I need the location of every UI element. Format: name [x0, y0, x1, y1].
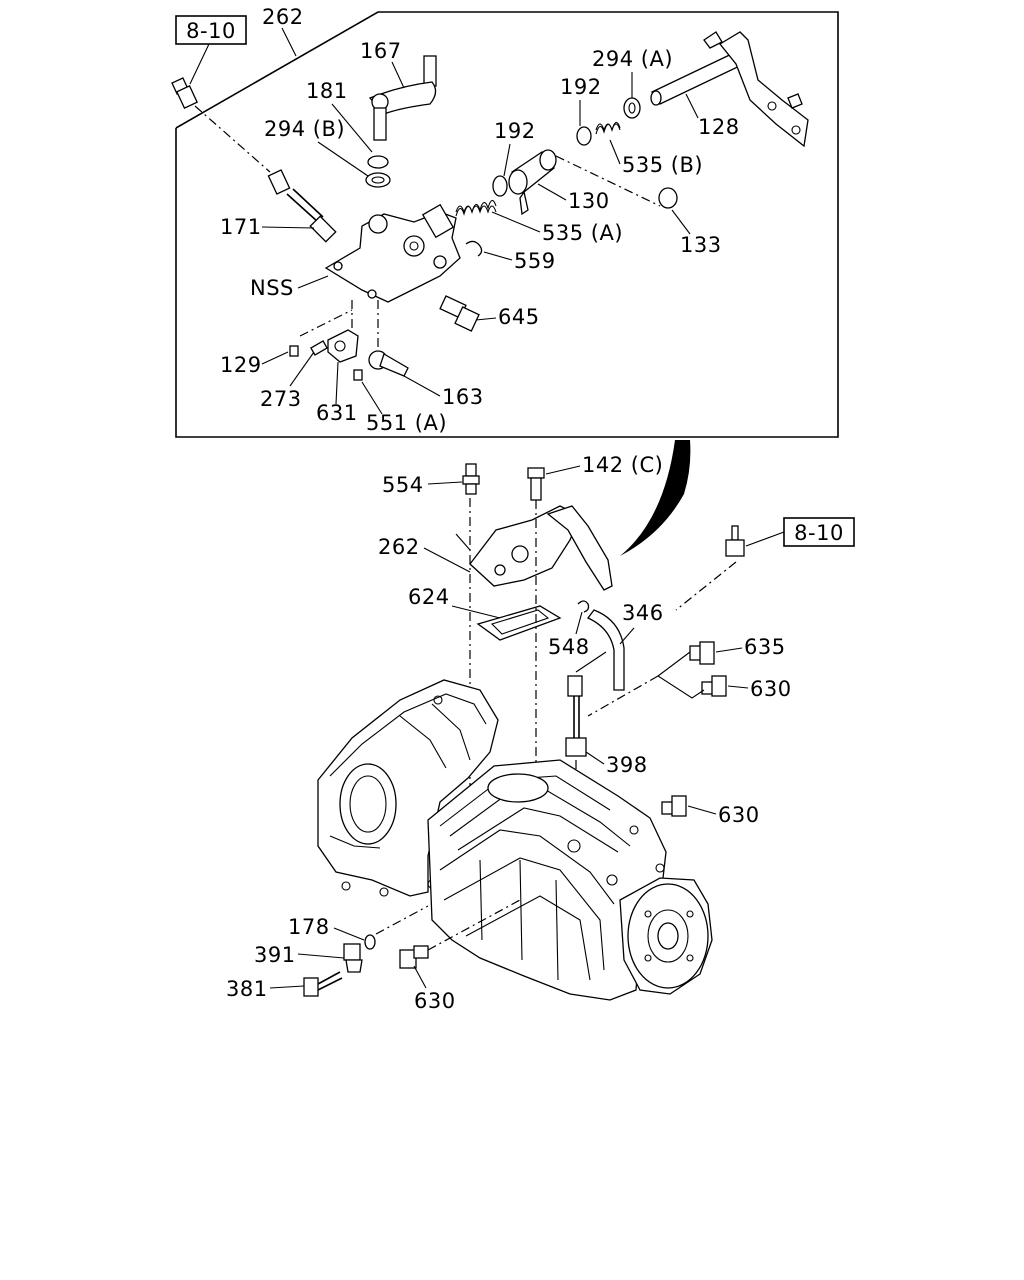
callout-arrow — [620, 440, 691, 556]
transmission-case — [317, 679, 713, 1001]
part-631-block — [327, 329, 359, 363]
part-559-clip — [465, 240, 483, 257]
part-398-sensor — [565, 675, 587, 757]
part-178-oring — [364, 934, 376, 950]
label-398: 398 — [606, 753, 648, 777]
part-535B-spring — [595, 121, 621, 135]
part-535A-spring — [455, 199, 497, 217]
label-133: 133 — [680, 233, 722, 257]
label-129: 129 — [220, 353, 262, 377]
part-192-washer-left — [492, 175, 508, 197]
label-142C: 142 (C) — [582, 453, 663, 477]
part-624-gasket — [476, 605, 562, 641]
label-171: 171 — [220, 215, 262, 239]
label-163: 163 — [442, 385, 484, 409]
connector-right — [725, 525, 745, 557]
part-346-hose — [586, 609, 625, 691]
part-128-shift-shaft — [650, 31, 809, 148]
label-262-low: 262 — [378, 535, 420, 559]
ref-box-right[interactable]: 8-10 — [783, 517, 855, 547]
part-142C-bolt — [527, 467, 545, 501]
label-554: 554 — [382, 473, 424, 497]
label-381: 381 — [226, 977, 268, 1001]
label-273: 273 — [260, 387, 302, 411]
label-178: 178 — [288, 915, 330, 939]
label-548: 548 — [548, 635, 590, 659]
part-294A-seal — [623, 97, 641, 119]
label-346: 346 — [622, 601, 664, 625]
part-630-plug-b — [661, 795, 687, 817]
label-631: 631 — [316, 401, 358, 425]
part-shift-housing — [324, 203, 461, 303]
part-171-switch — [267, 169, 337, 243]
label-181: 181 — [306, 79, 348, 103]
label-630-c: 630 — [414, 989, 456, 1013]
part-630-plug-a — [701, 675, 727, 697]
label-535A: 535 (A) — [542, 221, 623, 245]
ref-box-right-label: 8-10 — [794, 521, 844, 545]
label-294B: 294 (B) — [264, 117, 345, 141]
label-559: 559 — [514, 249, 556, 273]
detail-inset-frame — [175, 11, 839, 438]
part-548-clip — [577, 600, 590, 613]
part-630-plug-c — [399, 945, 429, 969]
ref-box-top-label: 8-10 — [186, 19, 236, 43]
part-167-lever — [368, 55, 437, 141]
part-635-plug — [689, 641, 715, 665]
label-630-b: 630 — [718, 803, 760, 827]
label-NSS: NSS — [250, 276, 294, 300]
part-391-switch — [343, 943, 363, 973]
part-192-washer-right — [576, 126, 592, 146]
label-167: 167 — [360, 39, 402, 63]
part-163-arm — [368, 350, 409, 377]
label-645: 645 — [498, 305, 540, 329]
part-273-bolt — [310, 340, 328, 356]
label-294A: 294 (A) — [592, 47, 673, 71]
connector-top-left — [171, 77, 271, 173]
part-181-washer — [367, 155, 389, 169]
label-128: 128 — [698, 115, 740, 139]
part-294B-seal — [365, 172, 391, 188]
label-192-left: 192 — [560, 75, 602, 99]
part-381-bolt — [303, 971, 343, 997]
label-192-right: 192 — [494, 119, 536, 143]
part-645-plug — [439, 295, 480, 332]
part-133-seal — [658, 187, 678, 209]
ref-box-top[interactable]: 8-10 — [175, 15, 247, 45]
label-262-top: 262 — [262, 5, 304, 29]
label-535B: 535 (B) — [622, 153, 703, 177]
part-130-sleeve — [508, 149, 557, 216]
label-635: 635 — [744, 635, 786, 659]
label-130: 130 — [568, 189, 610, 213]
label-630-a: 630 — [750, 677, 792, 701]
part-262-housing — [455, 505, 613, 591]
part-554-stud — [462, 463, 480, 495]
label-624: 624 — [408, 585, 450, 609]
part-551A-pin — [353, 369, 363, 381]
label-551A: 551 (A) — [366, 411, 447, 435]
part-129-pin — [289, 345, 299, 357]
label-391: 391 — [254, 943, 296, 967]
